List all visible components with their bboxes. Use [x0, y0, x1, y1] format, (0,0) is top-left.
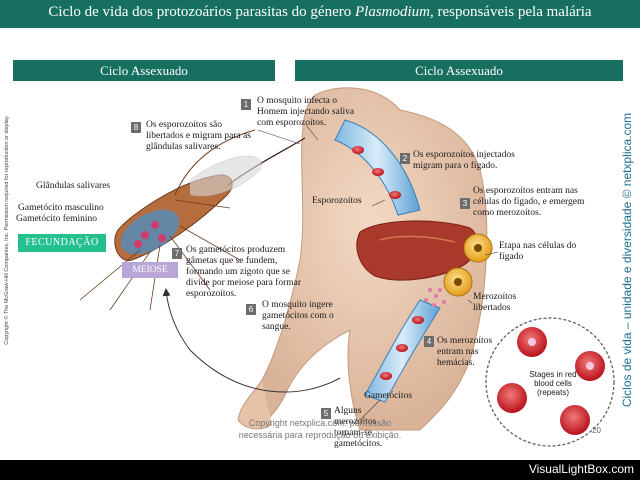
label-male-gametocyte: Gametócito masculino — [18, 203, 104, 213]
step-6-number: 6 — [246, 304, 256, 315]
section-header-left: Ciclo Assexuado — [13, 60, 275, 81]
label-salivary-glands: Glândulas salivares — [36, 181, 111, 191]
footer-copyright: Copyright netxplica.com: permissão neces… — [238, 418, 402, 440]
lower-vessel — [364, 299, 441, 403]
step-5-number: 5 — [321, 408, 331, 419]
side-copyright-text: Copyright © The McGraw-Hill Companies, I… — [4, 115, 10, 345]
label-rbc-stages: Stages in red blood cells (repeats) — [529, 370, 577, 397]
label-merozoites-released: Merozoítos libertados — [473, 292, 517, 313]
label-female-gametocyte: Gametócito feminino — [16, 214, 97, 224]
fecundation-tag: FECUNDAÇÃO — [18, 234, 106, 252]
page-number: 20 — [592, 426, 601, 435]
upper-vessel — [334, 119, 421, 216]
watermark-bar: VisualLightBox.com — [0, 460, 640, 480]
title-suffix: , responsáveis pela malária — [429, 4, 592, 20]
step-3-text: Os esporozoítos entram nas células do fí… — [473, 186, 585, 218]
connector-lines — [257, 124, 499, 421]
label-sporozoites: Esporozoítos — [312, 196, 362, 206]
step-2-text: Os esporozoítos injectados migram para o… — [413, 150, 515, 171]
step-1-number: 1 — [241, 99, 251, 110]
step-2-number: 2 — [400, 153, 410, 164]
step-8-text: Os esporozoítos são libertados e migram … — [146, 120, 251, 152]
step-6-text: O mosquito ingere gametócitos com o sang… — [262, 300, 334, 332]
merozoites — [424, 288, 446, 307]
step-7-text: Os gametócitos produzem gâmetas que se f… — [186, 245, 302, 299]
label-gametocytes: Gametócitos — [364, 391, 413, 401]
title-prefix: Ciclo de vida dos protozoários parasitas… — [48, 4, 355, 20]
title-genus: Plasmodium — [354, 4, 430, 20]
rbc-stages-circle — [485, 317, 615, 447]
step-3-number: 3 — [460, 198, 470, 209]
step-5-text: Alguns merozoítos tornam-se gametócitos. — [334, 406, 383, 449]
cycle-arrow — [162, 288, 341, 393]
side-credit: Ciclos de vida – unidade e diversidade ©… — [618, 110, 636, 410]
step-4-text: Os merozoítos entram nas hemácias. — [437, 336, 493, 368]
watermark-text: VisualLightBox.com — [528, 462, 634, 476]
step-4-number: 4 — [424, 336, 434, 347]
step-7-number: 7 — [172, 248, 182, 259]
side-credit-text: Ciclos de vida – unidade e diversidade ©… — [620, 112, 634, 408]
step-8-number: 8 — [131, 122, 141, 133]
side-copyright: Copyright © The McGraw-Hill Companies, I… — [2, 100, 12, 360]
label-liver-stage: Etapa nas células do fígado — [499, 241, 577, 262]
title-bar: Ciclo de vida dos protozoários parasitas… — [0, 0, 640, 28]
page-title: Ciclo de vida dos protozoários parasitas… — [0, 4, 640, 21]
liver — [356, 220, 478, 281]
mosquito — [79, 129, 306, 311]
step-1-text: O mosquito infecta o Homem injectando sa… — [257, 96, 355, 128]
meiosis-tag: MEIOSE — [122, 262, 178, 278]
section-header-right: Ciclo Assexuado — [295, 60, 623, 81]
